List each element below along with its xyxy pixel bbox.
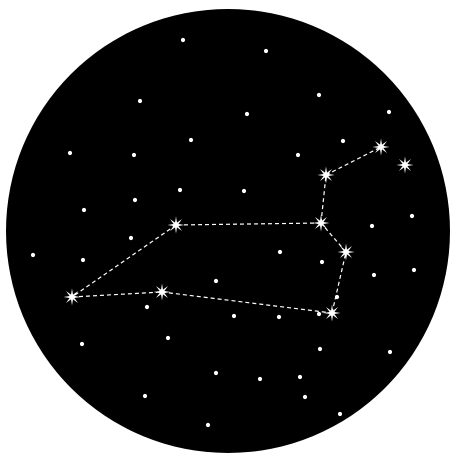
- background-star: [278, 250, 282, 254]
- background-star: [133, 198, 137, 202]
- background-star: [318, 347, 322, 351]
- background-star: [320, 260, 324, 264]
- background-star: [132, 153, 136, 157]
- background-star: [412, 268, 416, 272]
- constellation-star: [318, 167, 335, 184]
- background-star: [31, 253, 35, 257]
- background-star: [143, 394, 147, 398]
- background-star: [138, 99, 142, 103]
- background-star: [80, 342, 84, 346]
- background-star: [388, 350, 392, 354]
- background-star: [303, 395, 307, 399]
- background-star: [317, 93, 321, 97]
- constellation-star: [168, 217, 185, 234]
- background-star: [296, 153, 300, 157]
- background-star: [189, 138, 193, 142]
- background-star: [370, 224, 374, 228]
- background-star: [387, 110, 391, 114]
- background-star: [317, 312, 321, 316]
- background-star: [264, 49, 268, 53]
- background-star: [82, 208, 86, 212]
- background-star: [372, 273, 376, 277]
- background-star: [129, 236, 133, 240]
- background-star: [178, 188, 182, 192]
- background-star: [214, 371, 218, 375]
- background-star: [277, 315, 281, 319]
- constellation-star: [154, 284, 171, 301]
- sky-disc: [6, 9, 450, 453]
- constellation-star: [324, 305, 341, 322]
- background-star: [166, 336, 170, 340]
- background-star: [341, 139, 345, 143]
- constellation-star: [338, 244, 355, 261]
- constellation-star: [373, 139, 390, 156]
- background-star: [232, 314, 236, 318]
- background-star: [81, 258, 85, 262]
- constellation-star: [64, 289, 81, 306]
- background-star: [145, 305, 149, 309]
- background-star: [68, 151, 72, 155]
- background-star: [206, 423, 210, 427]
- background-star: [298, 375, 302, 379]
- background-star: [242, 189, 246, 193]
- background-star: [181, 38, 185, 42]
- constellation-star: [397, 157, 414, 174]
- background-star: [410, 214, 414, 218]
- background-star: [214, 279, 218, 283]
- constellation-star: [313, 215, 330, 232]
- background-star: [338, 412, 342, 416]
- background-star: [245, 112, 249, 116]
- background-star: [258, 377, 262, 381]
